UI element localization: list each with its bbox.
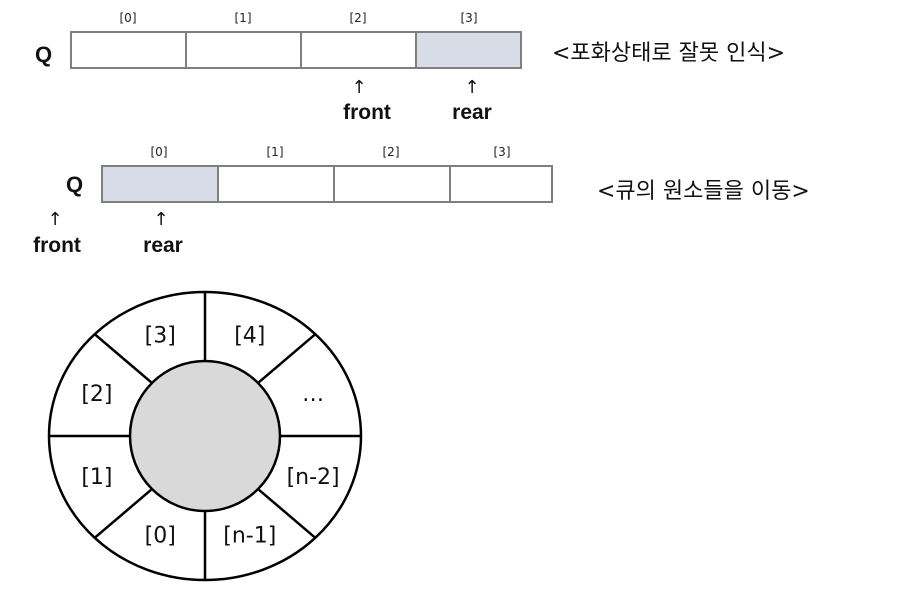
sector-divider-1 <box>257 333 317 384</box>
array2-rear-arrow: ↑ <box>153 209 169 230</box>
array2-cell-0 <box>101 165 219 203</box>
circular-queue-labels: [3] [4] … [n-2] [n-1] [0] [1] [2] <box>81 324 339 549</box>
array1-rear-arrow: ↑ <box>464 77 480 98</box>
array2-front-label: front <box>33 234 81 257</box>
sector-divider-7 <box>257 488 317 539</box>
array1-rear-label: rear <box>452 101 492 124</box>
circular-queue-slot-n-2-label: [n-2] <box>287 465 340 490</box>
circular-queue-hub <box>128 359 282 513</box>
array1-note: <포화상태로 잘못 인식> <box>552 41 786 66</box>
circular-queue-slot-2-label: [2] <box>81 382 112 407</box>
array2-note: <큐의 원소들을 이동> <box>597 179 810 204</box>
array2-cell-2 <box>333 165 451 203</box>
circular-queue-slot-0-label: [0] <box>145 523 176 548</box>
array1-label: Q <box>35 42 53 67</box>
array2-rear-label: rear <box>143 234 183 257</box>
circular-queue-outer-ring <box>47 290 363 582</box>
array1-index-2: [2] <box>349 11 367 25</box>
array1-cell-3 <box>415 31 522 69</box>
circular-queue-slot-n-1-label: [n-1] <box>223 523 276 548</box>
array2-cell-1 <box>217 165 335 203</box>
array2-index-1: [1] <box>266 145 284 159</box>
array1-cell-0 <box>70 31 187 69</box>
circular-queue-slot-1-label: [1] <box>81 465 112 490</box>
sector-divider-5 <box>93 488 153 539</box>
array1-cell-1 <box>185 31 302 69</box>
array2-index-3: [3] <box>493 145 511 159</box>
array1-front-label: front <box>343 101 391 124</box>
circular-queue-slot-3-label: [3] <box>145 324 176 349</box>
array1-front-arrow: ↑ <box>351 77 367 98</box>
sector-divider-3 <box>93 333 153 384</box>
array1-cells <box>70 31 522 69</box>
array1-cell-2 <box>300 31 417 69</box>
array1-index-1: [1] <box>234 11 252 25</box>
circular-queue-slot-4-label: [4] <box>234 324 265 349</box>
array1-index-3: [3] <box>460 11 478 25</box>
array2-index-2: [2] <box>382 145 400 159</box>
array2-label: Q <box>66 172 84 197</box>
array2-front-arrow: ↑ <box>47 209 63 230</box>
array2-cells <box>101 165 553 203</box>
array2-cell-3 <box>449 165 553 203</box>
array1-index-0: [0] <box>119 11 137 25</box>
circular-queue-slot-ellipsis-label: … <box>302 382 324 407</box>
circular-queue-dividers <box>49 292 361 580</box>
array2-index-0: [0] <box>150 145 168 159</box>
